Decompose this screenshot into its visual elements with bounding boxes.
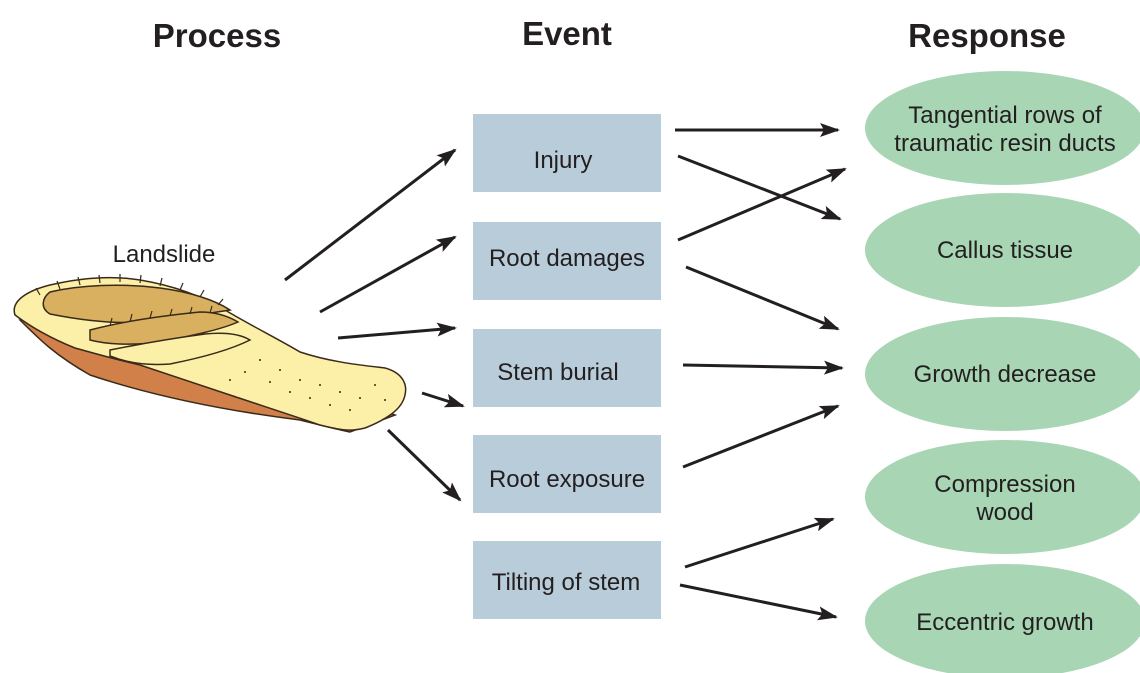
response-label: Growth decrease: [914, 361, 1097, 388]
response-label: wood: [975, 499, 1033, 526]
event-box-root-damages: Root damages: [473, 222, 661, 300]
arrow-injury-callus: [678, 156, 840, 219]
arrow-landslide-stem-burial: [338, 328, 455, 338]
event-label: Root damages: [489, 245, 645, 272]
arrow-landslide-stem-burial-2: [422, 393, 463, 406]
response-eccentric-growth: Eccentric growth: [865, 564, 1140, 673]
response-label: Compression: [934, 471, 1075, 498]
event-box-root-exposure: Root exposure: [473, 435, 661, 513]
response-label: Tangential rows of: [908, 102, 1102, 129]
response-resin-ducts: Tangential rows of traumatic resin ducts: [865, 71, 1140, 185]
arrow-root-exposure-growth-decrease: [683, 406, 838, 467]
event-header: Event: [522, 15, 612, 52]
arrow-landslide-root-exposure: [388, 430, 460, 500]
arrow-tilting-compression-wood: [685, 519, 833, 567]
event-label: Root exposure: [489, 466, 645, 493]
event-box-injury: Injury: [473, 114, 661, 192]
arrow-root-damages-growth-decrease: [686, 267, 838, 329]
arrow-root-damages-resin-ducts: [678, 169, 845, 240]
response-compression-wood: Compression wood: [865, 440, 1140, 554]
event-box-stem-burial: Stem burial: [473, 329, 661, 407]
response-label: traumatic resin ducts: [894, 130, 1115, 157]
arrow-stem-burial-growth-decrease: [683, 365, 842, 368]
event-label: Stem burial: [497, 359, 618, 386]
event-box-tilting-of-stem: Tilting of stem: [473, 541, 661, 619]
landslide-label: Landslide: [113, 241, 216, 268]
event-label: Injury: [534, 147, 593, 174]
response-header: Response: [908, 17, 1066, 54]
response-label: Eccentric growth: [916, 609, 1093, 636]
event-label: Tilting of stem: [492, 569, 641, 596]
arrow-landslide-root-damages: [320, 237, 455, 312]
arrow-landslide-injury: [285, 150, 455, 280]
response-callus-tissue: Callus tissue: [865, 193, 1140, 307]
response-label: Callus tissue: [937, 237, 1073, 264]
response-growth-decrease: Growth decrease: [865, 317, 1140, 431]
process-header: Process: [153, 17, 281, 54]
arrow-tilting-eccentric-growth: [680, 585, 836, 617]
